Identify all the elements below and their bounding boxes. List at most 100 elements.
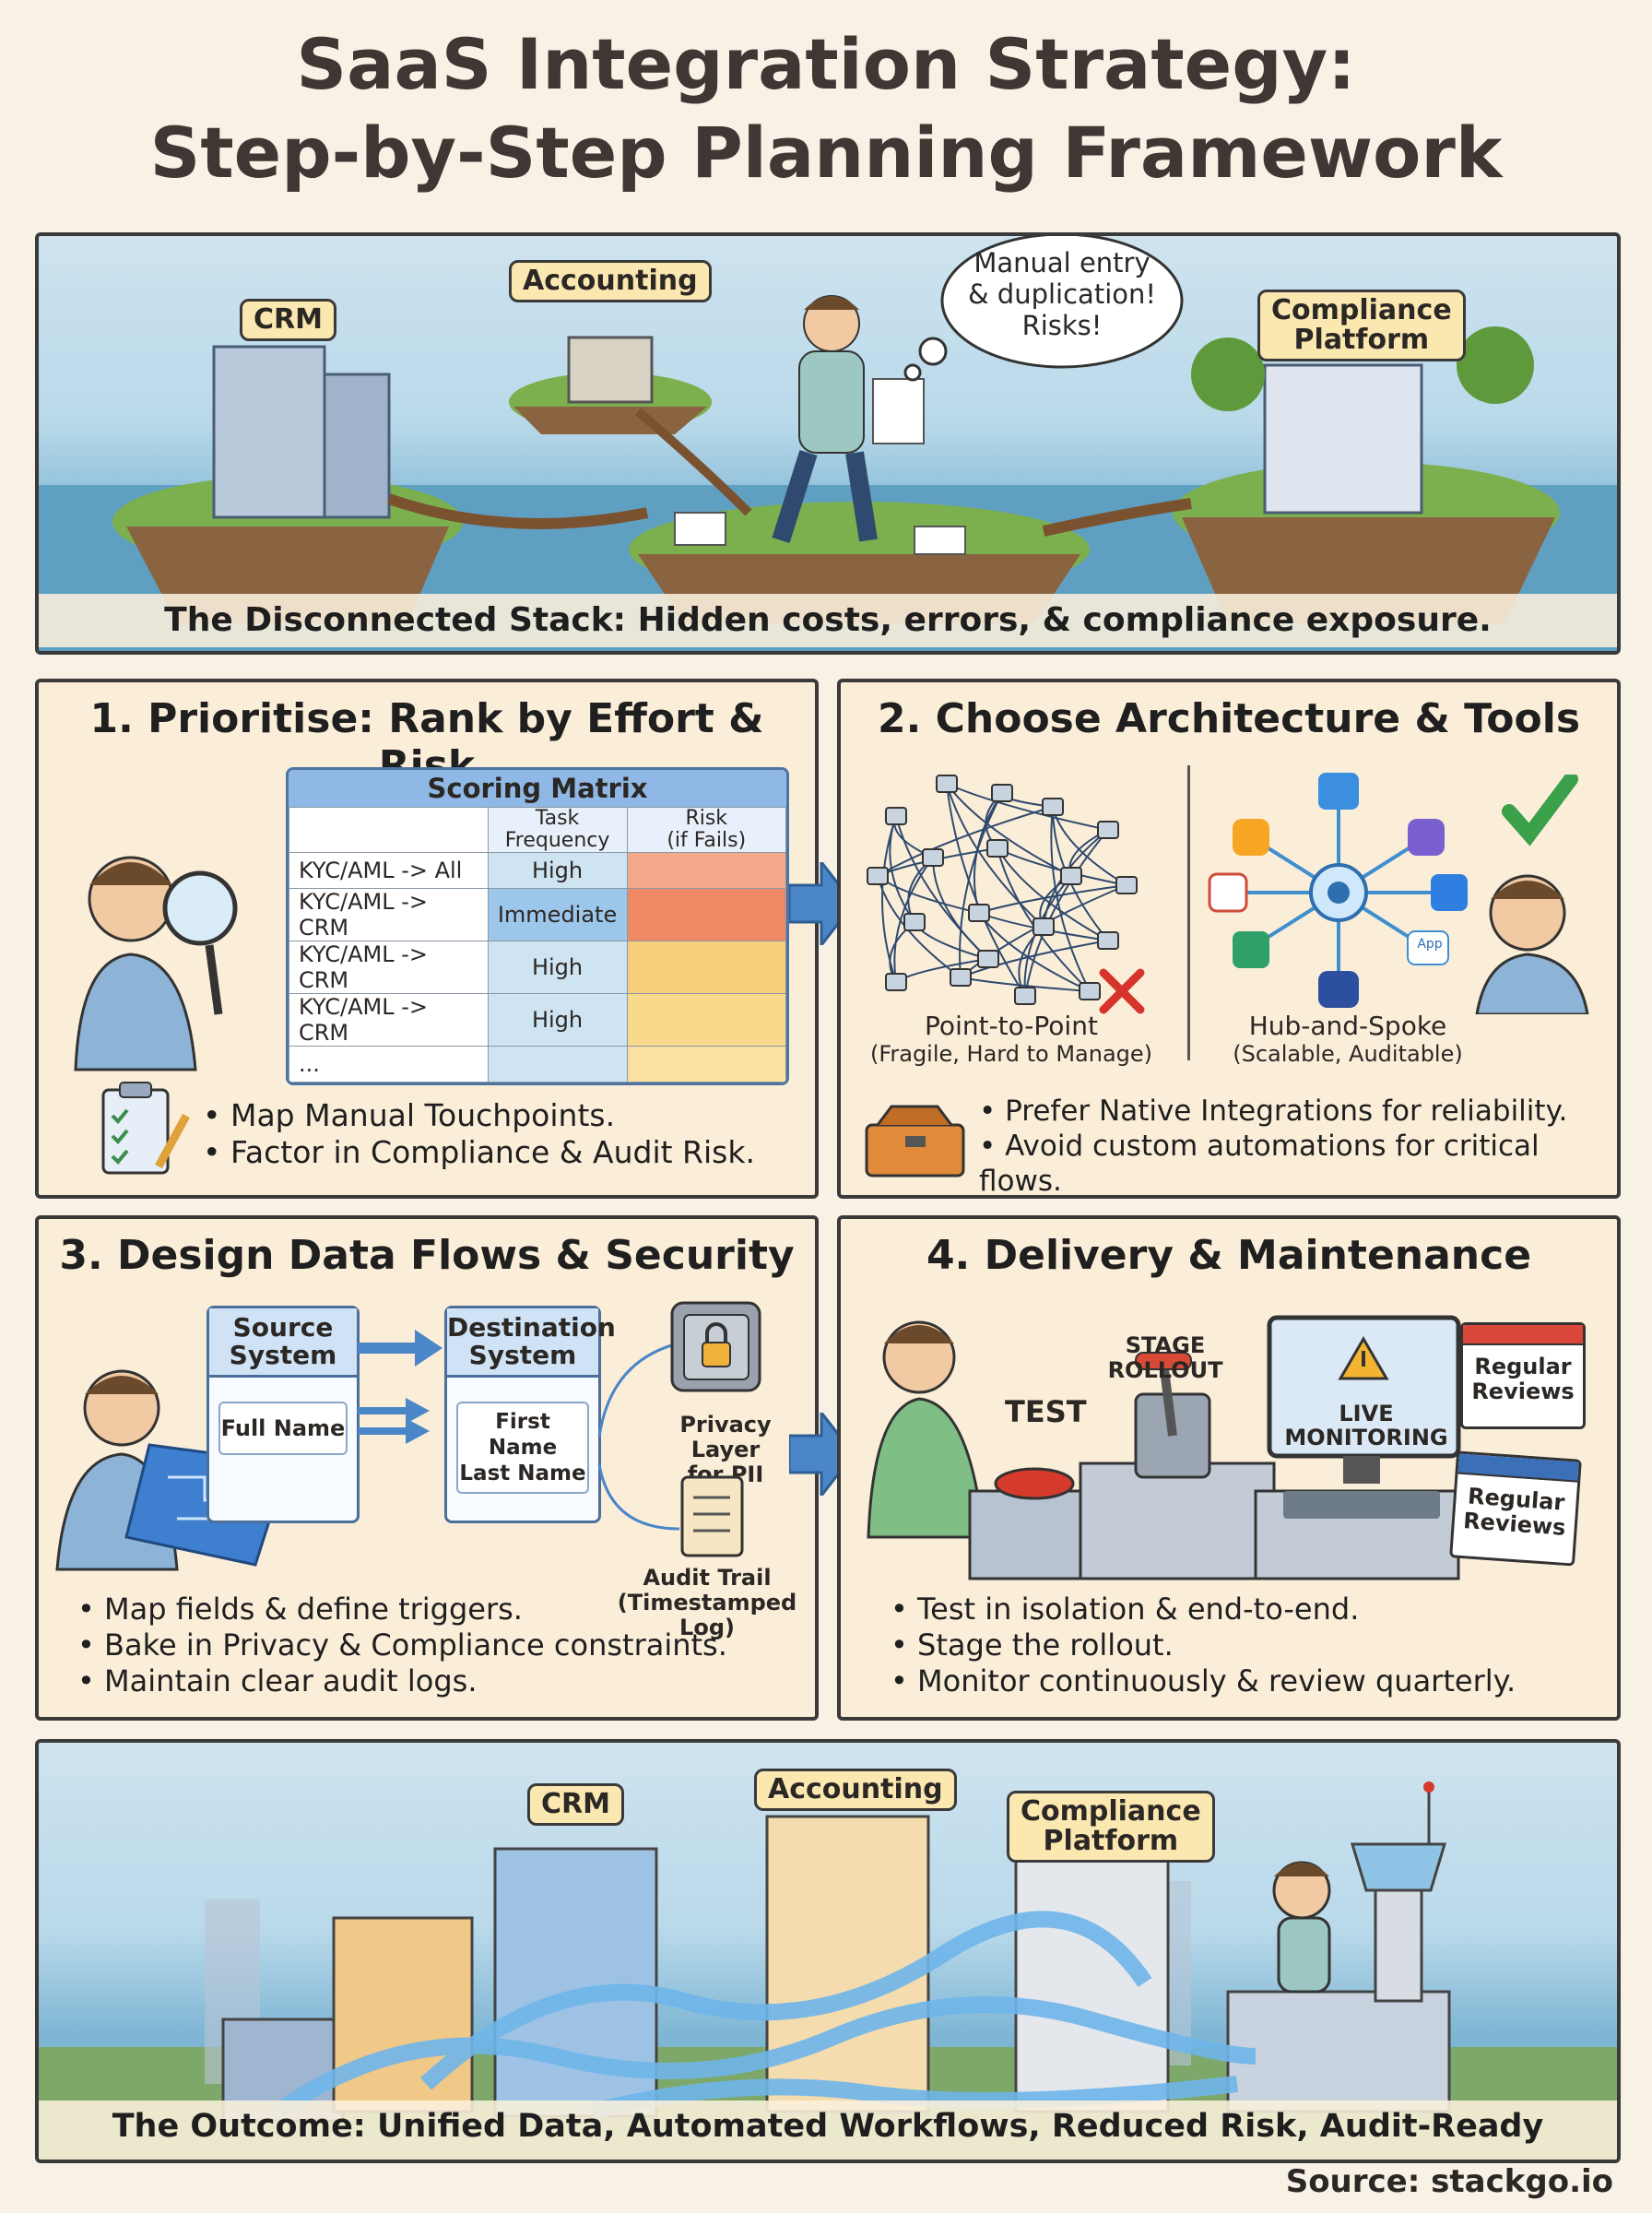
toolbox-icon bbox=[865, 1105, 965, 1178]
scoring-matrix: Scoring Matrix Task Frequency Risk (if F… bbox=[286, 767, 789, 1085]
accounting-label: Accounting bbox=[754, 1769, 957, 1811]
app-badge: App bbox=[1417, 937, 1443, 952]
step-2-panel: 2. Choose Architecture & Tools Point-to-… bbox=[837, 679, 1621, 1199]
table-row: KYC/AML -> All High bbox=[289, 852, 786, 889]
point-to-point-network-icon bbox=[867, 775, 1145, 1014]
node-icon bbox=[977, 950, 999, 968]
crm-label: CRM bbox=[240, 299, 336, 341]
thought-bubble bbox=[940, 236, 1184, 369]
x-mark-icon bbox=[1099, 968, 1145, 1014]
step-3-panel: 3. Design Data Flows & Security Source S… bbox=[35, 1215, 819, 1721]
bullet-item: Monitor continuously & review quarterly. bbox=[891, 1663, 1516, 1699]
title-line-2: Step-by-Step Planning Framework bbox=[149, 112, 1503, 194]
source-credit: Source: stackgo.io bbox=[1285, 2163, 1613, 2200]
privacy-layer-label: Privacy Layer for PII bbox=[679, 1412, 772, 1487]
frequency-cell: High bbox=[487, 852, 628, 889]
page-title: SaaS Integration Strategy: Step-by-Step … bbox=[0, 20, 1652, 197]
source-system-header: Source System bbox=[209, 1308, 357, 1378]
step-4-title: 4. Delivery & Maintenance bbox=[926, 1232, 1532, 1279]
node-icon bbox=[1079, 982, 1101, 1000]
step-2-title: 2. Choose Architecture & Tools bbox=[877, 695, 1581, 742]
bullet-item: Bake in Privacy & Compliance constraints… bbox=[77, 1627, 727, 1663]
bullet-item: Prefer Native Integrations for reliabili… bbox=[979, 1094, 1617, 1129]
node-icon bbox=[885, 807, 907, 825]
crm-building bbox=[212, 345, 326, 519]
bullet-item: Test in isolation & end-to-end. bbox=[891, 1592, 1516, 1627]
top-caption: The Disconnected Stack: Hidden costs, er… bbox=[39, 594, 1617, 647]
test-label: TEST bbox=[1005, 1394, 1087, 1429]
divider bbox=[1187, 765, 1190, 1060]
p2p-sublabel: (Fragile, Hard to Manage) bbox=[869, 1041, 1153, 1067]
accounting-building bbox=[567, 336, 654, 404]
task-cell: KYC/AML -> CRM bbox=[289, 993, 489, 1047]
destination-system-box: Destination System First Name Last Name bbox=[444, 1306, 616, 1523]
accounting-tower bbox=[765, 1815, 930, 2113]
person-with-magnifier-icon bbox=[74, 856, 238, 1071]
risk-cell bbox=[626, 941, 786, 994]
compliance-label: Compliance Platform bbox=[1257, 290, 1466, 361]
crm-label: CRM bbox=[527, 1783, 624, 1826]
node-icon bbox=[986, 839, 1009, 858]
bullet-item: Maintain clear audit logs. bbox=[77, 1663, 727, 1699]
bullet-item: Map fields & define triggers. bbox=[77, 1592, 727, 1627]
matrix-table: Task Frequency Risk (if Fails) KYC/AML -… bbox=[289, 807, 786, 1083]
risk-cell bbox=[626, 1046, 786, 1083]
step-4-panel: 4. Delivery & Maintenance TEST STAGE ROL… bbox=[837, 1215, 1621, 1721]
calendar-label: Regular Reviews bbox=[1471, 1354, 1575, 1404]
frequency-cell: High bbox=[487, 941, 628, 994]
step-3-bullets: Map fields & define triggers. Bake in Pr… bbox=[77, 1592, 727, 1699]
frequency-cell: High bbox=[487, 993, 628, 1047]
risk-cell bbox=[626, 888, 786, 941]
bullet-item: Factor in Compliance & Audit Risk. bbox=[203, 1134, 755, 1171]
calendar-label: Regular Reviews bbox=[1462, 1483, 1567, 1541]
node-icon bbox=[1115, 876, 1138, 894]
destination-fields: First Name Last Name bbox=[456, 1402, 589, 1494]
bullet-item: Stage the rollout. bbox=[891, 1627, 1516, 1663]
node-icon bbox=[1042, 798, 1064, 816]
calendar-regular-reviews: Regular Reviews bbox=[1449, 1450, 1582, 1567]
destination-system-header: Destination System bbox=[447, 1308, 616, 1378]
task-cell: KYC/AML -> CRM bbox=[289, 941, 489, 994]
task-cell: KYC/AML -> CRM bbox=[289, 888, 489, 941]
step-2-bullets: Prefer Native Integrations for reliabili… bbox=[979, 1094, 1617, 1195]
flow-arrows bbox=[358, 1330, 442, 1444]
step-1-panel: 1. Prioritise: Rank by Effort & Risk Sco… bbox=[35, 679, 819, 1199]
task-cell: KYC/AML -> All bbox=[289, 852, 489, 889]
node-icon bbox=[867, 867, 889, 885]
privacy-connector bbox=[597, 1343, 680, 1531]
risk-cell bbox=[626, 852, 786, 889]
node-icon bbox=[991, 784, 1013, 802]
compliance-tower bbox=[1014, 1856, 1170, 2113]
control-tower-base bbox=[1226, 1990, 1451, 2113]
task-cell: ... bbox=[289, 1046, 489, 1083]
title-line-1: SaaS Integration Strategy: bbox=[296, 23, 1356, 105]
lock-safe-icon bbox=[670, 1301, 761, 1392]
node-icon bbox=[968, 904, 990, 922]
matrix-header-frequency: Task Frequency bbox=[487, 807, 628, 853]
step-4-bullets: Test in isolation & end-to-end. Stage th… bbox=[891, 1592, 1516, 1699]
node-icon bbox=[922, 848, 944, 867]
hub-and-spoke-icon bbox=[1208, 773, 1468, 1008]
frequency-cell bbox=[487, 1046, 628, 1083]
node-icon bbox=[903, 913, 926, 931]
person-pointing-checkmark-icon bbox=[1475, 775, 1589, 1014]
table-row: KYC/AML -> CRM High bbox=[289, 941, 786, 994]
node-icon bbox=[885, 973, 907, 991]
step-1-title: 1. Prioritise: Rank by Effort & Risk bbox=[89, 695, 764, 789]
node-icon bbox=[936, 775, 958, 793]
thought-bubble-text: Manual entry & duplication! Risks! bbox=[967, 247, 1157, 341]
compliance-label: Compliance Platform bbox=[1007, 1791, 1215, 1863]
accounting-label: Accounting bbox=[509, 260, 712, 302]
source-system-box: Source System Full Name bbox=[206, 1306, 360, 1523]
orange-building bbox=[332, 1916, 474, 2113]
compliance-building bbox=[1263, 363, 1423, 515]
source-field: Full Name bbox=[218, 1402, 348, 1455]
step-3-title: 3. Design Data Flows & Security bbox=[59, 1232, 795, 1279]
disconnected-stack-panel: CRM Accounting Compliance Platform Manua… bbox=[35, 232, 1621, 655]
table-row: KYC/AML -> CRM High bbox=[289, 993, 786, 1047]
bullet-item: Avoid custom automations for critical fl… bbox=[979, 1129, 1617, 1195]
clipboard-checklist-icon bbox=[101, 1082, 190, 1175]
live-monitoring-label: LIVE MONITORING bbox=[1284, 1401, 1448, 1450]
table-row: KYC/AML -> CRM Immediate bbox=[289, 888, 786, 941]
p2p-label: Point-to-Point bbox=[925, 1011, 1098, 1041]
